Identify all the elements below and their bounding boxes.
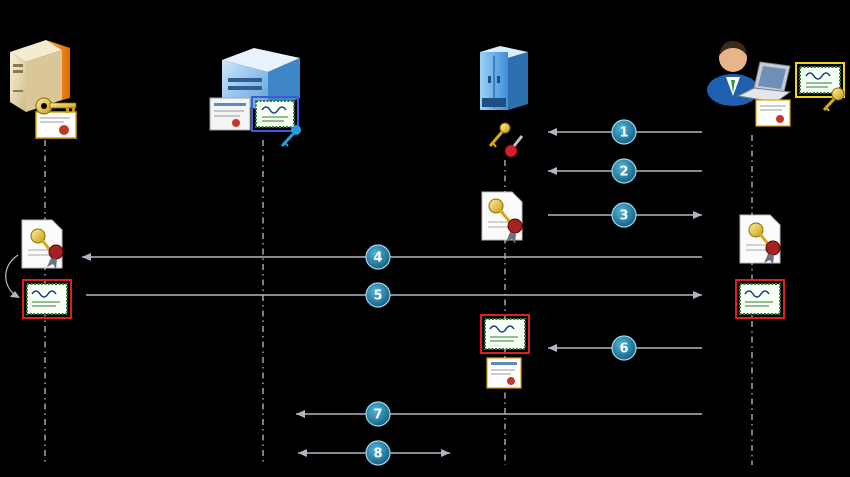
step-badge — [611, 119, 637, 145]
message-3: 3 — [548, 202, 702, 228]
certificate-request-icon — [481, 191, 523, 244]
key-pair-icon — [488, 122, 524, 158]
step-badge — [611, 335, 637, 361]
step-badge — [611, 202, 637, 228]
server-key-icon — [10, 40, 77, 139]
cabinet-server-icon — [480, 46, 528, 110]
message-2: 2 — [548, 158, 702, 184]
issue-curve-arrow — [5, 254, 19, 297]
issue-curve-arrowhead — [10, 291, 20, 298]
arrowhead-right — [693, 211, 702, 219]
message-1: 1 — [548, 119, 702, 145]
step-badge — [365, 401, 391, 427]
step-number: 4 — [373, 251, 382, 266]
step-badge — [365, 440, 391, 466]
step-number: 8 — [373, 447, 382, 462]
messages: 1 2 3 4 5 6 7 8 — [82, 119, 702, 466]
user-laptop-icon — [707, 40, 845, 127]
step-badge — [365, 244, 391, 270]
directory-server-icon — [209, 48, 301, 148]
message-5: 5 — [86, 282, 702, 308]
stored-certificate-icon — [486, 357, 522, 389]
arrowhead-left — [82, 253, 91, 261]
step-number: 3 — [619, 209, 628, 224]
arrowhead-left — [548, 344, 557, 352]
certificate-request-icon-ca — [21, 219, 64, 269]
step-number: 1 — [619, 126, 628, 141]
certificate-request-icon-client — [739, 214, 781, 265]
arrowhead-right — [693, 291, 702, 299]
arrowhead-right — [441, 449, 450, 457]
message-4: 4 — [82, 244, 702, 270]
issued-certificate-cabinet — [480, 314, 530, 354]
step-badge — [611, 158, 637, 184]
arrowhead-left — [548, 167, 557, 175]
step-number: 7 — [373, 408, 382, 423]
issued-certificate-client — [735, 279, 785, 319]
lifelines — [44, 135, 753, 465]
arrowhead-left — [296, 410, 305, 418]
step-badge — [365, 282, 391, 308]
message-6: 6 — [548, 335, 702, 361]
step-number: 6 — [619, 342, 628, 357]
message-8: 8 — [298, 440, 450, 466]
step-number: 2 — [619, 165, 628, 180]
issued-certificate-ca — [22, 279, 72, 319]
message-7: 7 — [296, 401, 702, 427]
arrowhead-left — [298, 449, 307, 457]
step-number: 5 — [373, 289, 382, 304]
arrowhead-left — [548, 128, 557, 136]
